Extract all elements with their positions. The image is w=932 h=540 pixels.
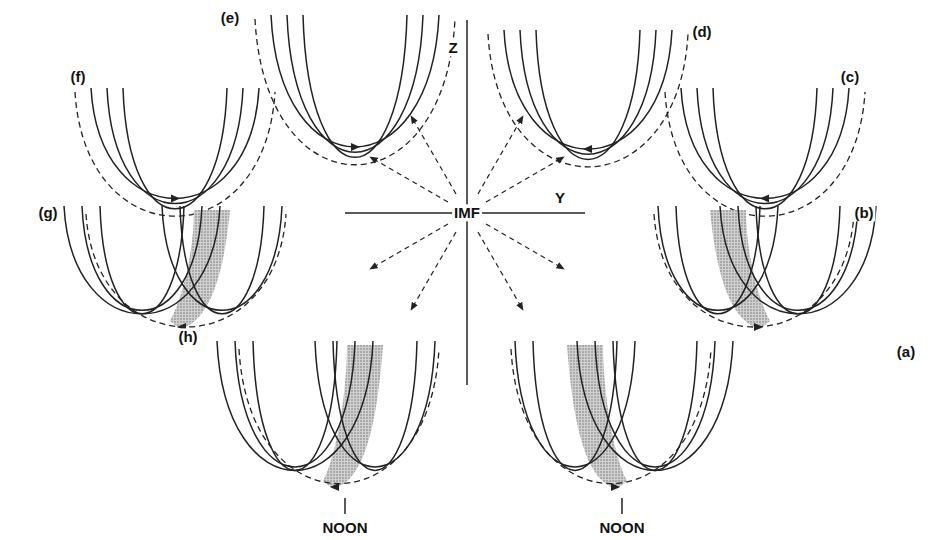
noon-label: NOON [598,519,647,536]
panel-letter: (e) [219,9,241,26]
axis-label: Y [553,189,567,206]
panel-letter: (a) [895,343,917,360]
panel-letter: (f) [69,68,88,85]
field-line-panels [64,15,876,491]
panel-letter: (b) [852,204,875,221]
axis-center-label: IMF [452,204,482,221]
noon-ticks [345,498,622,514]
panel-letter: (d) [690,23,713,40]
axis-label: Z [446,39,459,56]
imf-axes [345,20,585,385]
panel-letter: (g) [36,204,59,221]
panel-letter: (c) [839,68,861,85]
imf-direction-arrows [370,116,564,310]
panel-letter: (h) [176,328,199,345]
noon-label: NOON [321,519,370,536]
